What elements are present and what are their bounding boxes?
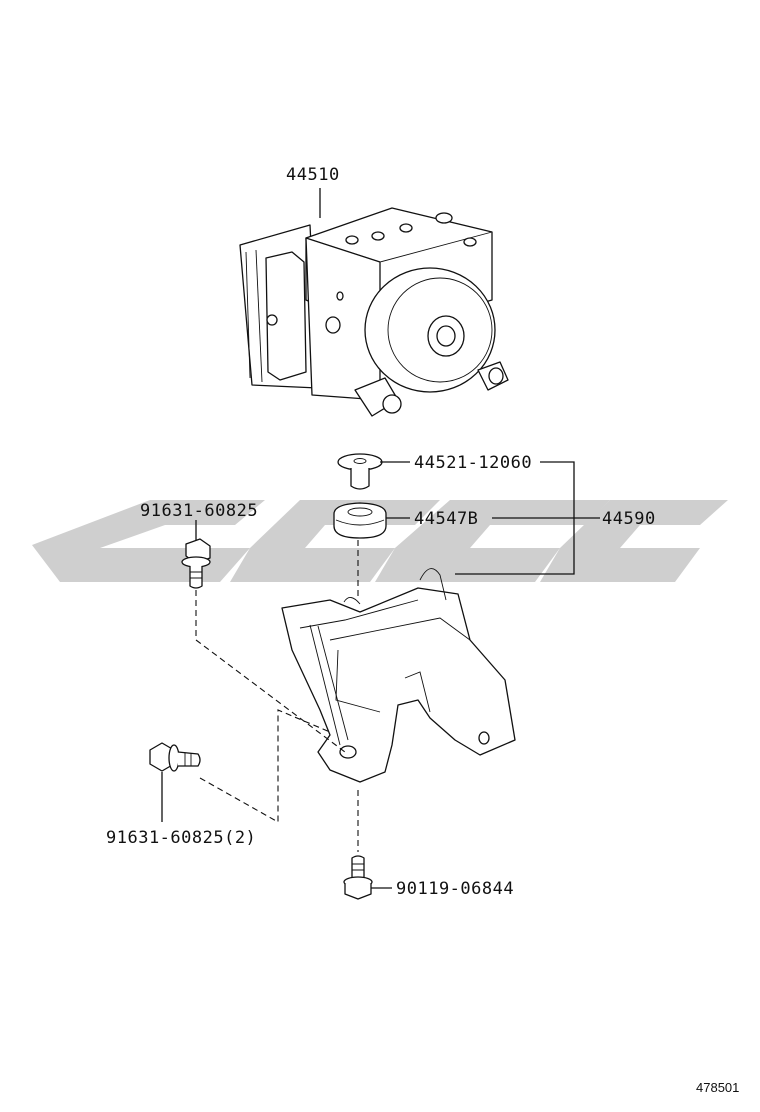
- label-91631-60825-2: 91631-60825(2): [106, 828, 256, 848]
- label-44521-12060: 44521-12060: [414, 453, 532, 473]
- part-labels: 44510 44521-12060 44547B 44590 91631-608…: [106, 165, 739, 1095]
- flange-bolt-upper: [181, 538, 211, 589]
- assembly-lines: [195, 540, 359, 852]
- leader-lines: [161, 188, 600, 889]
- rubber-cushion: [333, 502, 387, 539]
- label-90119-06844: 90119-06844: [396, 879, 514, 899]
- label-44510: 44510: [286, 165, 340, 185]
- bushing-collar: [337, 453, 383, 490]
- hex-bolt-bottom: [343, 855, 373, 900]
- label-44590: 44590: [602, 509, 656, 529]
- figure-number: 478501: [696, 1080, 739, 1095]
- label-44547b: 44547B: [414, 509, 478, 529]
- flange-bolt-lower: [149, 742, 201, 772]
- label-91631-60825: 91631-60825: [140, 501, 258, 521]
- mounting-bracket: [281, 568, 516, 783]
- abs-actuator: [239, 207, 509, 417]
